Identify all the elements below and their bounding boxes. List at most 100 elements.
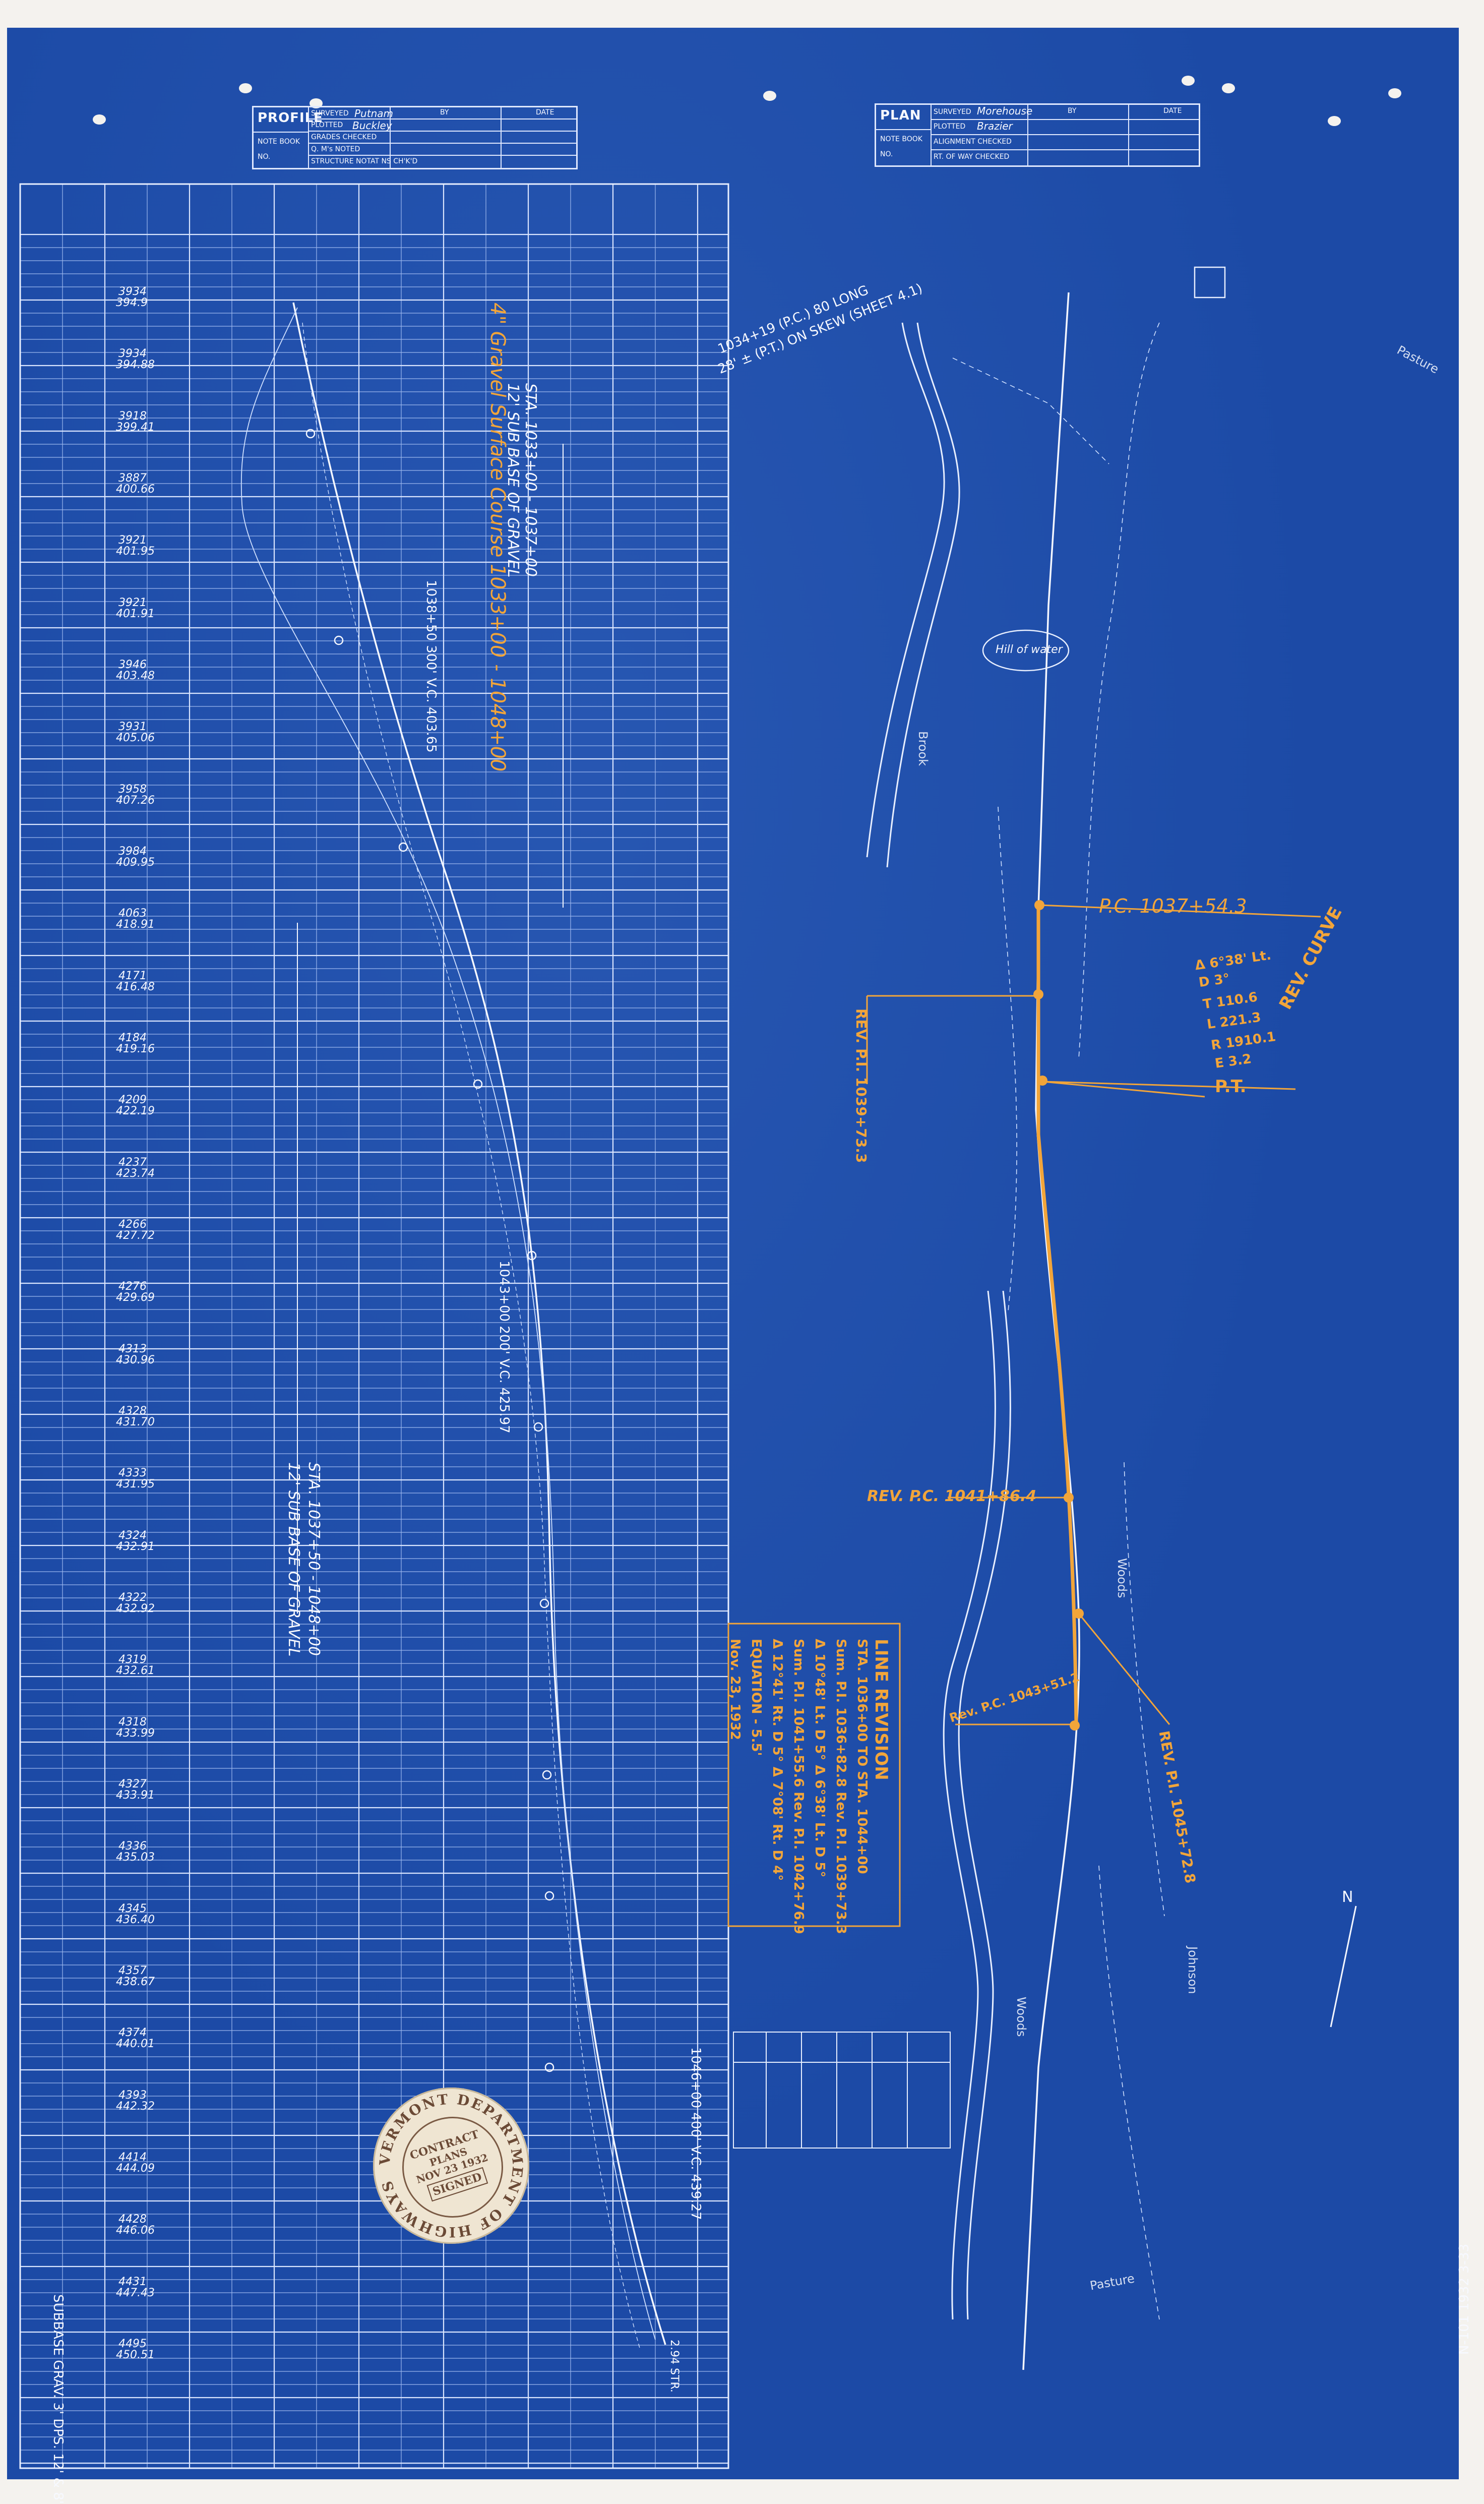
vc-label-1: 1038+50 300' V.C. 403.65 bbox=[423, 580, 439, 753]
plan-station-marks bbox=[1033, 900, 1084, 1731]
rev-pi-label: REV. P.I. 1039+73.3 bbox=[853, 1008, 870, 1163]
elevation-sta: 4431 bbox=[118, 2275, 147, 2288]
elevation-sta: 4313 bbox=[118, 1342, 147, 1355]
plan-leaders bbox=[866, 904, 1321, 1725]
profile-block-title: PROFILE bbox=[258, 110, 323, 126]
elevation-value: 432.91 bbox=[116, 1540, 155, 1553]
elevation-value: 394.9 bbox=[116, 296, 148, 309]
revision-box bbox=[727, 1623, 901, 1927]
plan-col-by: BY bbox=[1068, 107, 1077, 115]
elevation-value: 444.09 bbox=[116, 2162, 155, 2175]
elevation-value: 433.91 bbox=[116, 1789, 155, 1802]
elevation-value: 401.95 bbox=[116, 545, 155, 558]
elevation-value: 427.72 bbox=[116, 1229, 155, 1242]
elevation-sta: 4276 bbox=[118, 1280, 147, 1293]
elevation-value: 435.03 bbox=[116, 1851, 155, 1864]
elevation-sta: 4345 bbox=[118, 1902, 147, 1915]
elevation-sta: 4184 bbox=[118, 1032, 147, 1044]
elevation-sta: 4393 bbox=[118, 2089, 147, 2102]
grade-note-top: STA. 1033+00 - 1037+00 bbox=[522, 383, 539, 577]
elevation-sta: 4171 bbox=[118, 969, 147, 982]
plan-label-woods: Woods bbox=[1014, 1997, 1028, 2037]
grade-note-bottom: STA. 1037+50 - 1048+00 bbox=[305, 1462, 323, 1656]
elevation-sta: 4322 bbox=[118, 1591, 147, 1604]
elevation-sta: 3921 bbox=[118, 596, 147, 609]
profile-col-by: BY bbox=[440, 108, 449, 116]
profile-row-3: Q. M's NOTED bbox=[311, 145, 360, 153]
elevation-sta: 4266 bbox=[118, 1218, 147, 1231]
plan-row-2: ALIGNMENT CHECKED bbox=[934, 138, 1012, 146]
plan-row-1: PLOTTED bbox=[934, 123, 966, 131]
vc-label-2: 1043+00 200' V.C. 425.97 bbox=[497, 1261, 512, 1434]
revision-line: Sum. P.I. 1041+55.6 Rev. P.I. 1042+76.9 bbox=[791, 1639, 806, 1934]
pc-label: P.C. 1037+54.3 bbox=[1099, 895, 1247, 917]
profile-row-0: SURVEYED bbox=[311, 109, 349, 117]
elevation-value: 447.43 bbox=[116, 2286, 155, 2299]
elevation-value: 450.51 bbox=[116, 2349, 155, 2361]
revision-line: Δ 10°48' Lt. D 5° Δ 6°38' Lt. D 5° bbox=[812, 1639, 827, 1878]
profile-row-4: STRUCTURE NOTAT NS CH'K'D bbox=[311, 157, 418, 165]
elevation-value: 416.48 bbox=[116, 980, 155, 993]
profile-row-1: PLOTTED bbox=[311, 121, 343, 129]
elevation-sta: 4357 bbox=[118, 1964, 147, 1977]
plan-property-lines bbox=[952, 322, 1165, 2320]
plan-notebook-label: NOTE BOOK bbox=[880, 135, 922, 143]
elevation-value: 394.88 bbox=[116, 359, 155, 372]
elevation-value: 446.06 bbox=[116, 2224, 155, 2237]
plan-label-brook: Brook bbox=[916, 731, 930, 766]
elevation-sta: 4318 bbox=[118, 1715, 147, 1728]
profile-end-label: 2.94 STR. bbox=[668, 2340, 681, 2393]
punch-hole bbox=[1222, 83, 1235, 93]
subbase-note: SUBBASE GRAV. 3' DPS. 12' & 8' bbox=[50, 2294, 66, 2504]
punch-hole bbox=[239, 83, 252, 93]
elevation-value: 442.32 bbox=[116, 2100, 155, 2113]
elevation-value: 432.61 bbox=[116, 1664, 155, 1678]
pond-ellipse bbox=[982, 629, 1070, 672]
elevation-value: 436.40 bbox=[116, 1913, 155, 1926]
revision-line: Sum. P.I. 1036+82.8 Rev. P.I. 1039+73.3 bbox=[833, 1639, 848, 1934]
elevation-sta: 4328 bbox=[118, 1405, 147, 1417]
notebook-no-label: NO. bbox=[258, 153, 271, 161]
plan-centerline bbox=[1022, 292, 1080, 2370]
profile-grade-line bbox=[292, 302, 666, 2345]
elevation-sta: 4333 bbox=[118, 1467, 147, 1480]
rev-pc-label: REV. P.C. 1041+86.4 bbox=[867, 1487, 1037, 1505]
elevation-value: 401.91 bbox=[116, 607, 155, 620]
profile-plotted-by: Buckley bbox=[352, 120, 392, 132]
elevation-value: 432.92 bbox=[116, 1602, 155, 1615]
elevation-sta: 3921 bbox=[118, 534, 147, 547]
elevation-value: 418.91 bbox=[116, 918, 155, 931]
profile-frame bbox=[19, 183, 729, 2469]
elevation-value: 409.95 bbox=[116, 856, 155, 869]
elevation-sta: 4495 bbox=[118, 2338, 147, 2350]
vc-label-3: 1046+00 400' V.C. 439.27 bbox=[688, 2047, 703, 2220]
elevation-value: 407.26 bbox=[116, 794, 155, 807]
north-arrow bbox=[1330, 1905, 1357, 2028]
sheet-number: N-101 1932 3-33 bbox=[1457, 2243, 1472, 2355]
plan-plotted-by: Brazier bbox=[977, 120, 1013, 132]
elevation-sta: 3934 bbox=[118, 285, 147, 298]
profile-row-2: GRADES CHECKED bbox=[311, 133, 377, 141]
elevation-sta: 4319 bbox=[118, 1653, 147, 1666]
notebook-label: NOTE BOOK bbox=[258, 138, 300, 146]
elevation-sta: 3931 bbox=[118, 721, 147, 734]
punch-hole bbox=[1182, 76, 1195, 86]
profile-col-date: DATE bbox=[536, 108, 554, 116]
profile-grid bbox=[20, 184, 728, 2468]
seal-inner-ring bbox=[402, 2117, 503, 2218]
elevation-value: 430.96 bbox=[116, 1353, 155, 1366]
elevation-sta: 3958 bbox=[118, 783, 147, 796]
grade-note-bottom-2: 12' SUB BASE OF GRAVEL bbox=[285, 1462, 302, 1657]
plan-label-woods-2: Woods bbox=[1115, 1558, 1129, 1598]
plan-label-johnson: Johnson bbox=[1186, 1946, 1200, 1994]
elevation-value: 438.67 bbox=[116, 1976, 155, 1988]
elevation-sta: 3984 bbox=[118, 845, 147, 858]
elevation-value: 431.95 bbox=[116, 1478, 155, 1491]
pond-label: Hill of water bbox=[996, 643, 1063, 656]
profile-title-block: PROFILE NOTE BOOK NO. SURVEYED PLOTTED G… bbox=[252, 106, 578, 169]
punch-hole bbox=[1388, 88, 1401, 98]
building-outline bbox=[1194, 266, 1226, 299]
elevation-sta: 4428 bbox=[118, 2213, 147, 2226]
plan-revised-line bbox=[1036, 908, 1078, 1725]
